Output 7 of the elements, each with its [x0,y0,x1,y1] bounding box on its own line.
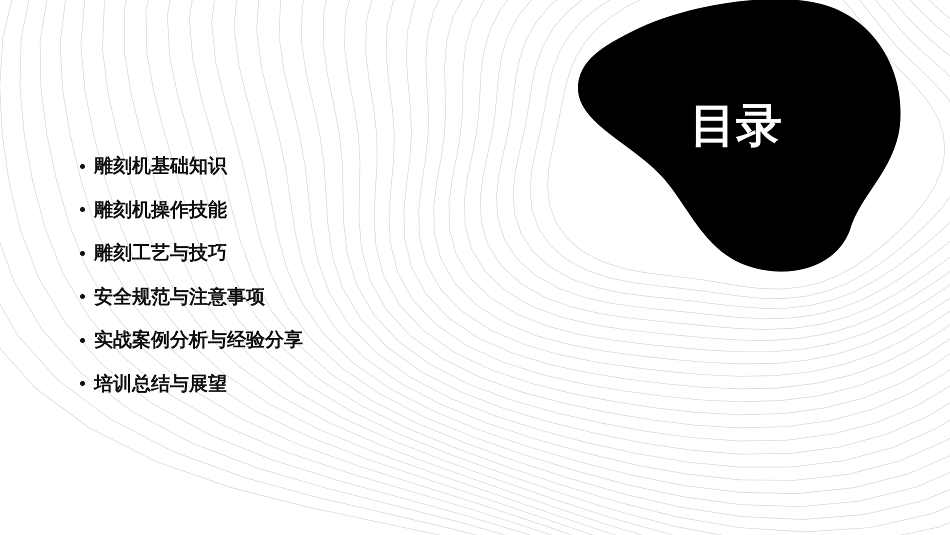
list-item: 实战案例分析与经验分享 [94,328,303,353]
heading: 目录 [690,97,782,154]
list-item: 培训总结与展望 [94,372,227,396]
list-item: 雕刻机操作技能 [94,198,227,222]
list-item: 雕刻机基础知识 [94,154,227,179]
list-item: 雕刻工艺与技巧 [94,241,227,266]
list-item: 安全规范与注意事项 [94,284,265,310]
